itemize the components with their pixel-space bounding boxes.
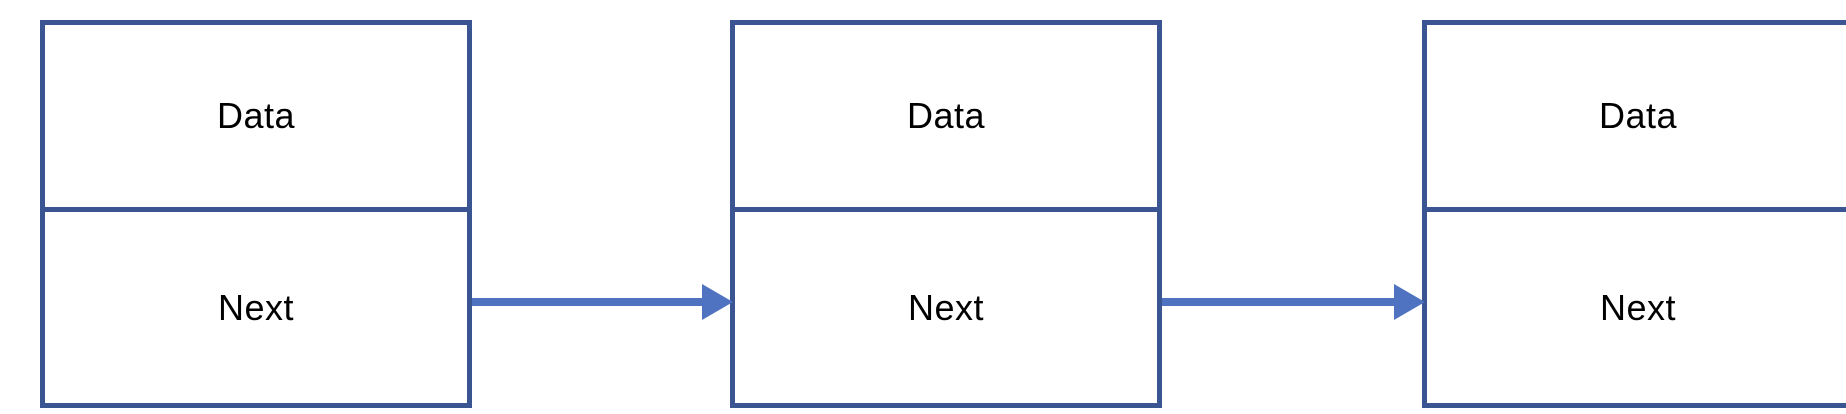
node-2-next-field: Next: [907, 286, 985, 328]
linked-list-node-3: Data Next: [1422, 20, 1846, 408]
node-1-next-field: Next: [217, 286, 295, 328]
node-3-data-field: Data: [1427, 25, 1846, 212]
linked-list-node-2: Data Next: [730, 20, 1162, 408]
arrow-1-head: [702, 284, 733, 320]
arrow-2-head: [1394, 284, 1425, 320]
node-1-data-field: Data: [45, 25, 467, 212]
node-3-next-field: Next: [1599, 286, 1677, 328]
linked-list-node-1: Data Next: [40, 20, 472, 408]
node-2-data-field: Data: [735, 25, 1157, 212]
arrow-node-1-to-node-2: [472, 284, 733, 320]
arrow-node-2-to-node-3: [1162, 284, 1425, 320]
